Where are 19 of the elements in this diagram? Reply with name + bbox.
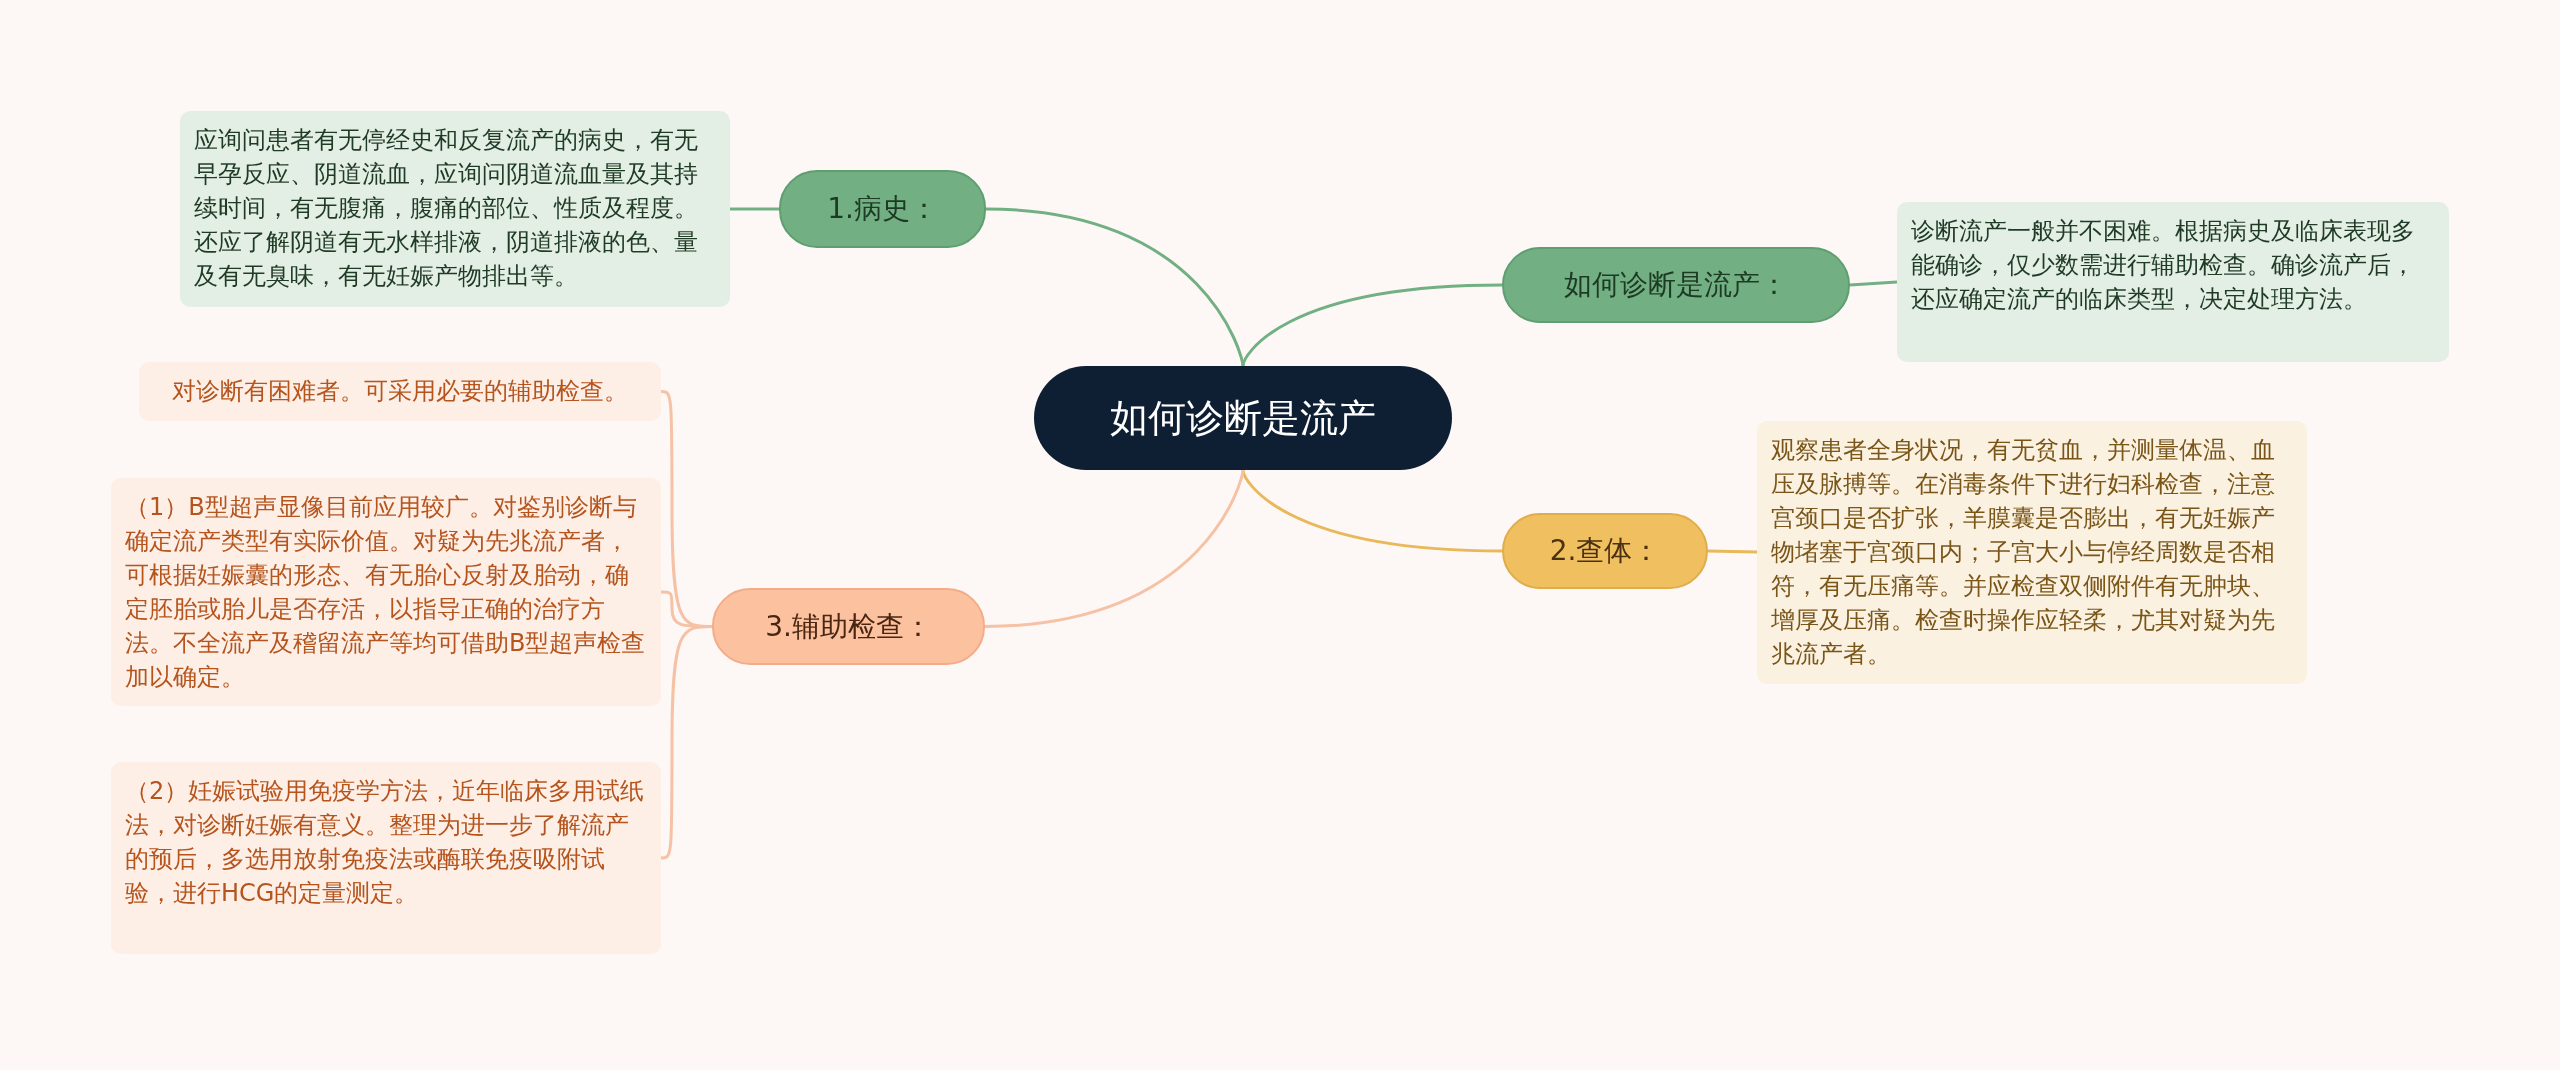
connector xyxy=(985,207,1245,367)
topic-pill: 3.辅助检查： xyxy=(712,588,985,665)
connector xyxy=(660,625,712,860)
connector xyxy=(1849,280,1898,287)
connector xyxy=(1241,283,1503,367)
note-box: 观察患者全身状况，有无贫血，并测量体温、血压及脉搏等。在消毒条件下进行妇科检查，注意宫颈口是否扩张，羊膜囊是否膨出，有无妊娠产物堵塞于宫颈口内；子宫大小与停经周数是否相符，有无压痛等。并应检查双侧附件有无肿块、增厚及压痛。检查时操作应轻柔，尤其对疑为先兆流产者。 xyxy=(1757,421,2307,684)
note-box: 应询问患者有无停经史和反复流产的病史，有无早孕反应、阴道流血，应询问阴道流血量及其持续时间，有无腹痛，腹痛的部位、性质及程度。还应了解阴道有无水样排液，阴道排液的色、量及有无臭味，有无妊娠产物排出等。 xyxy=(180,111,730,307)
connector xyxy=(730,207,779,211)
note-box: （2）妊娠试验用免疫学方法，近年临床多用试纸法，对诊断妊娠有意义。整理为进一步了解流产的预后，多选用放射免疫法或酶联免疫吸附试验，进行HCG的定量测定。 xyxy=(111,762,661,954)
topic-pill: 2.查体： xyxy=(1502,513,1708,589)
note-box: 诊断流产一般并不困难。根据病史及临床表现多能确诊，仅少数需进行辅助检查。确诊流产后，还应确定流产的临床类型，决定处理方法。 xyxy=(1897,202,2449,362)
note-box: 对诊断有困难者。可采用必要的辅助检查。 xyxy=(139,362,661,421)
connector xyxy=(1707,549,1758,554)
note-box: （1）B型超声显像目前应用较广。对鉴别诊断与确定流产类型有实际价值。对疑为先兆流产者，可根据妊娠囊的形态、有无胎心反射及胎动，确定胚胎或胎儿是否存活，以指导正确的治疗方法。不全流产及稽留流产等均可借助B型超声检查加以确定。 xyxy=(111,478,661,707)
central-topic: 如何诊断是流产 xyxy=(1034,366,1452,470)
topic-pill: 1.病史： xyxy=(779,170,986,248)
connector xyxy=(984,469,1245,628)
connector xyxy=(1241,469,1503,553)
topic-pill: 如何诊断是流产： xyxy=(1502,247,1850,323)
